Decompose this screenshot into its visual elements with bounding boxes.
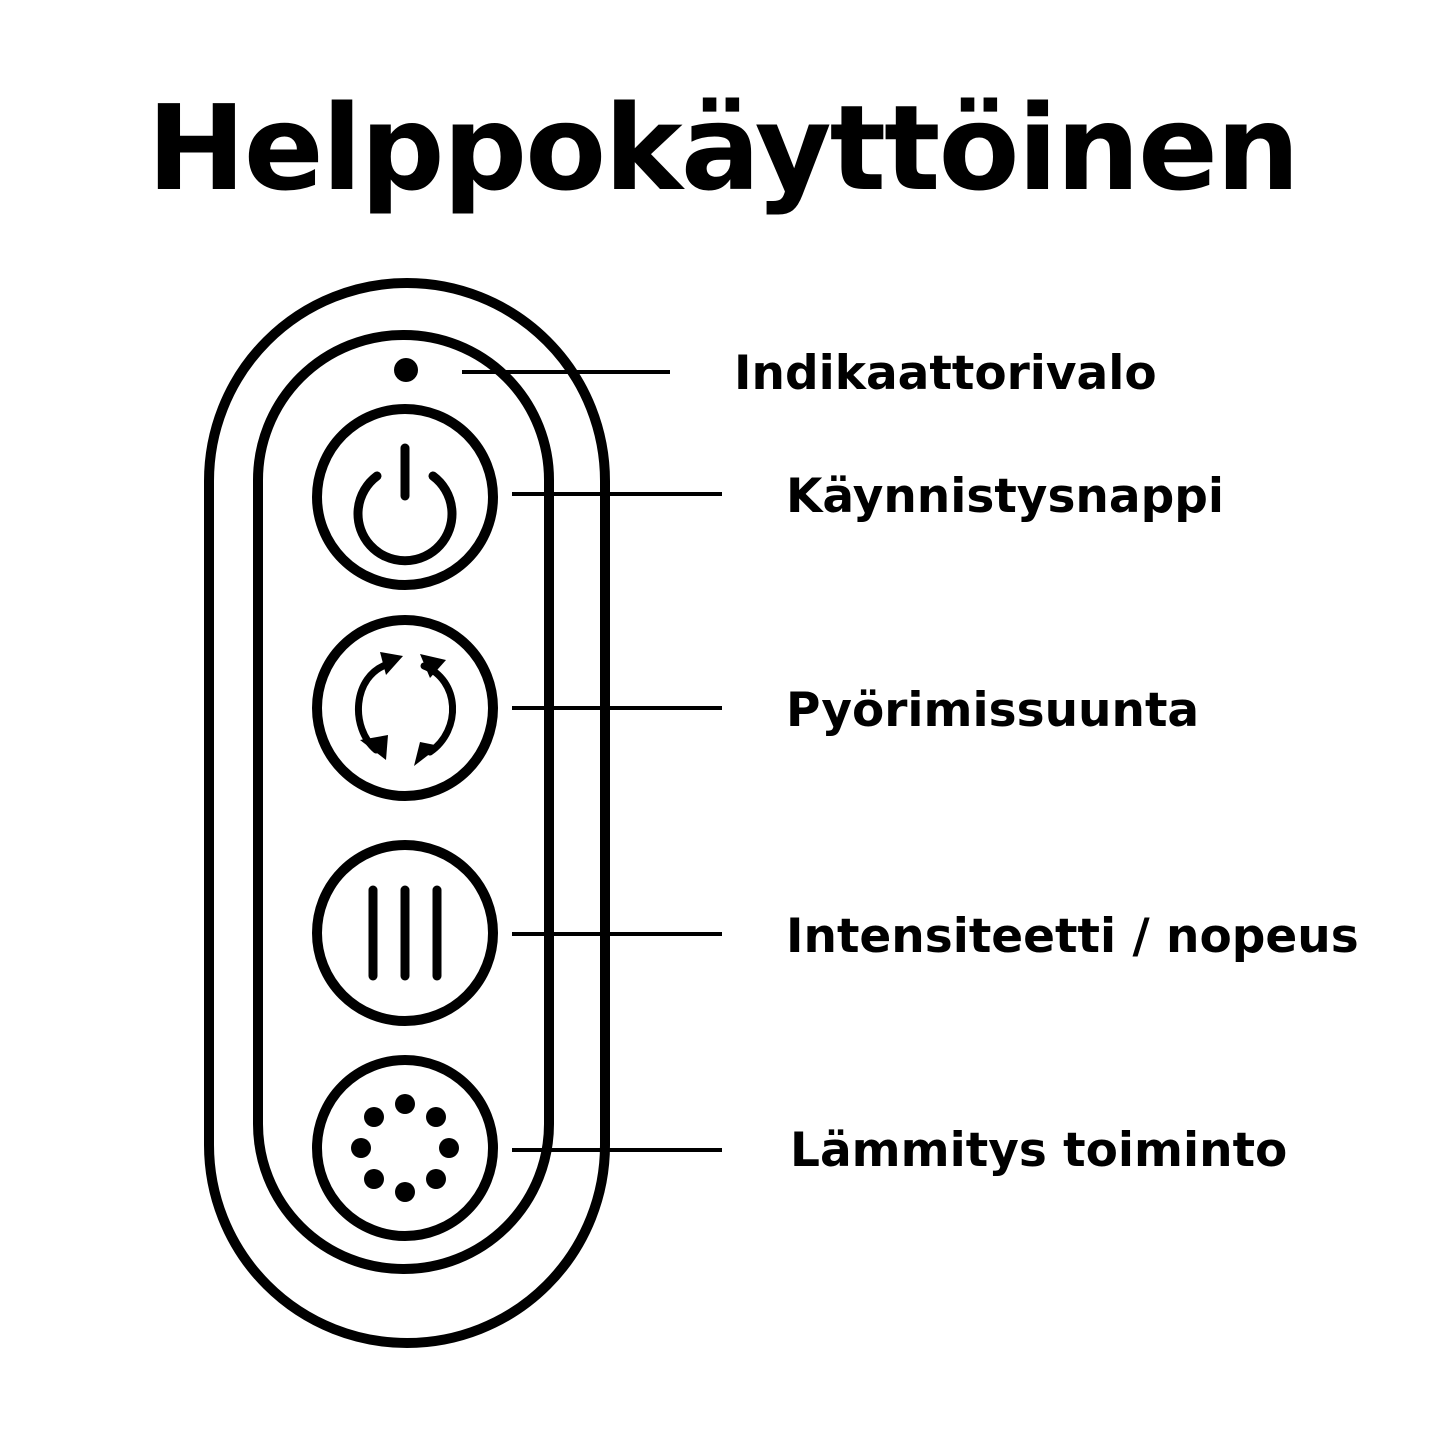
indicator-light-dot <box>394 358 418 382</box>
rotation-direction-button[interactable] <box>312 615 498 801</box>
intensity-bars-icon <box>368 885 442 981</box>
heating-dots-icon <box>351 1094 459 1202</box>
power-button[interactable] <box>312 404 498 590</box>
heating-label: Lämmitys toiminto <box>790 1123 1287 1178</box>
heating-button[interactable] <box>312 1055 498 1241</box>
rotation-arrows-icon <box>355 652 456 766</box>
remote-inner-panel <box>253 330 554 1274</box>
remote-outer-shell <box>204 278 610 1348</box>
rotation-label: Pyörimissuunta <box>786 683 1199 738</box>
intensity-label: Intensiteetti / nopeus <box>786 909 1359 964</box>
intensity-button[interactable] <box>312 840 498 1026</box>
power-icon <box>353 443 457 566</box>
page-title: Helppokäyttöinen <box>147 79 1300 217</box>
indicator-label: Indikaattorivalo <box>734 346 1157 401</box>
power-label: Käynnistysnappi <box>786 469 1224 524</box>
